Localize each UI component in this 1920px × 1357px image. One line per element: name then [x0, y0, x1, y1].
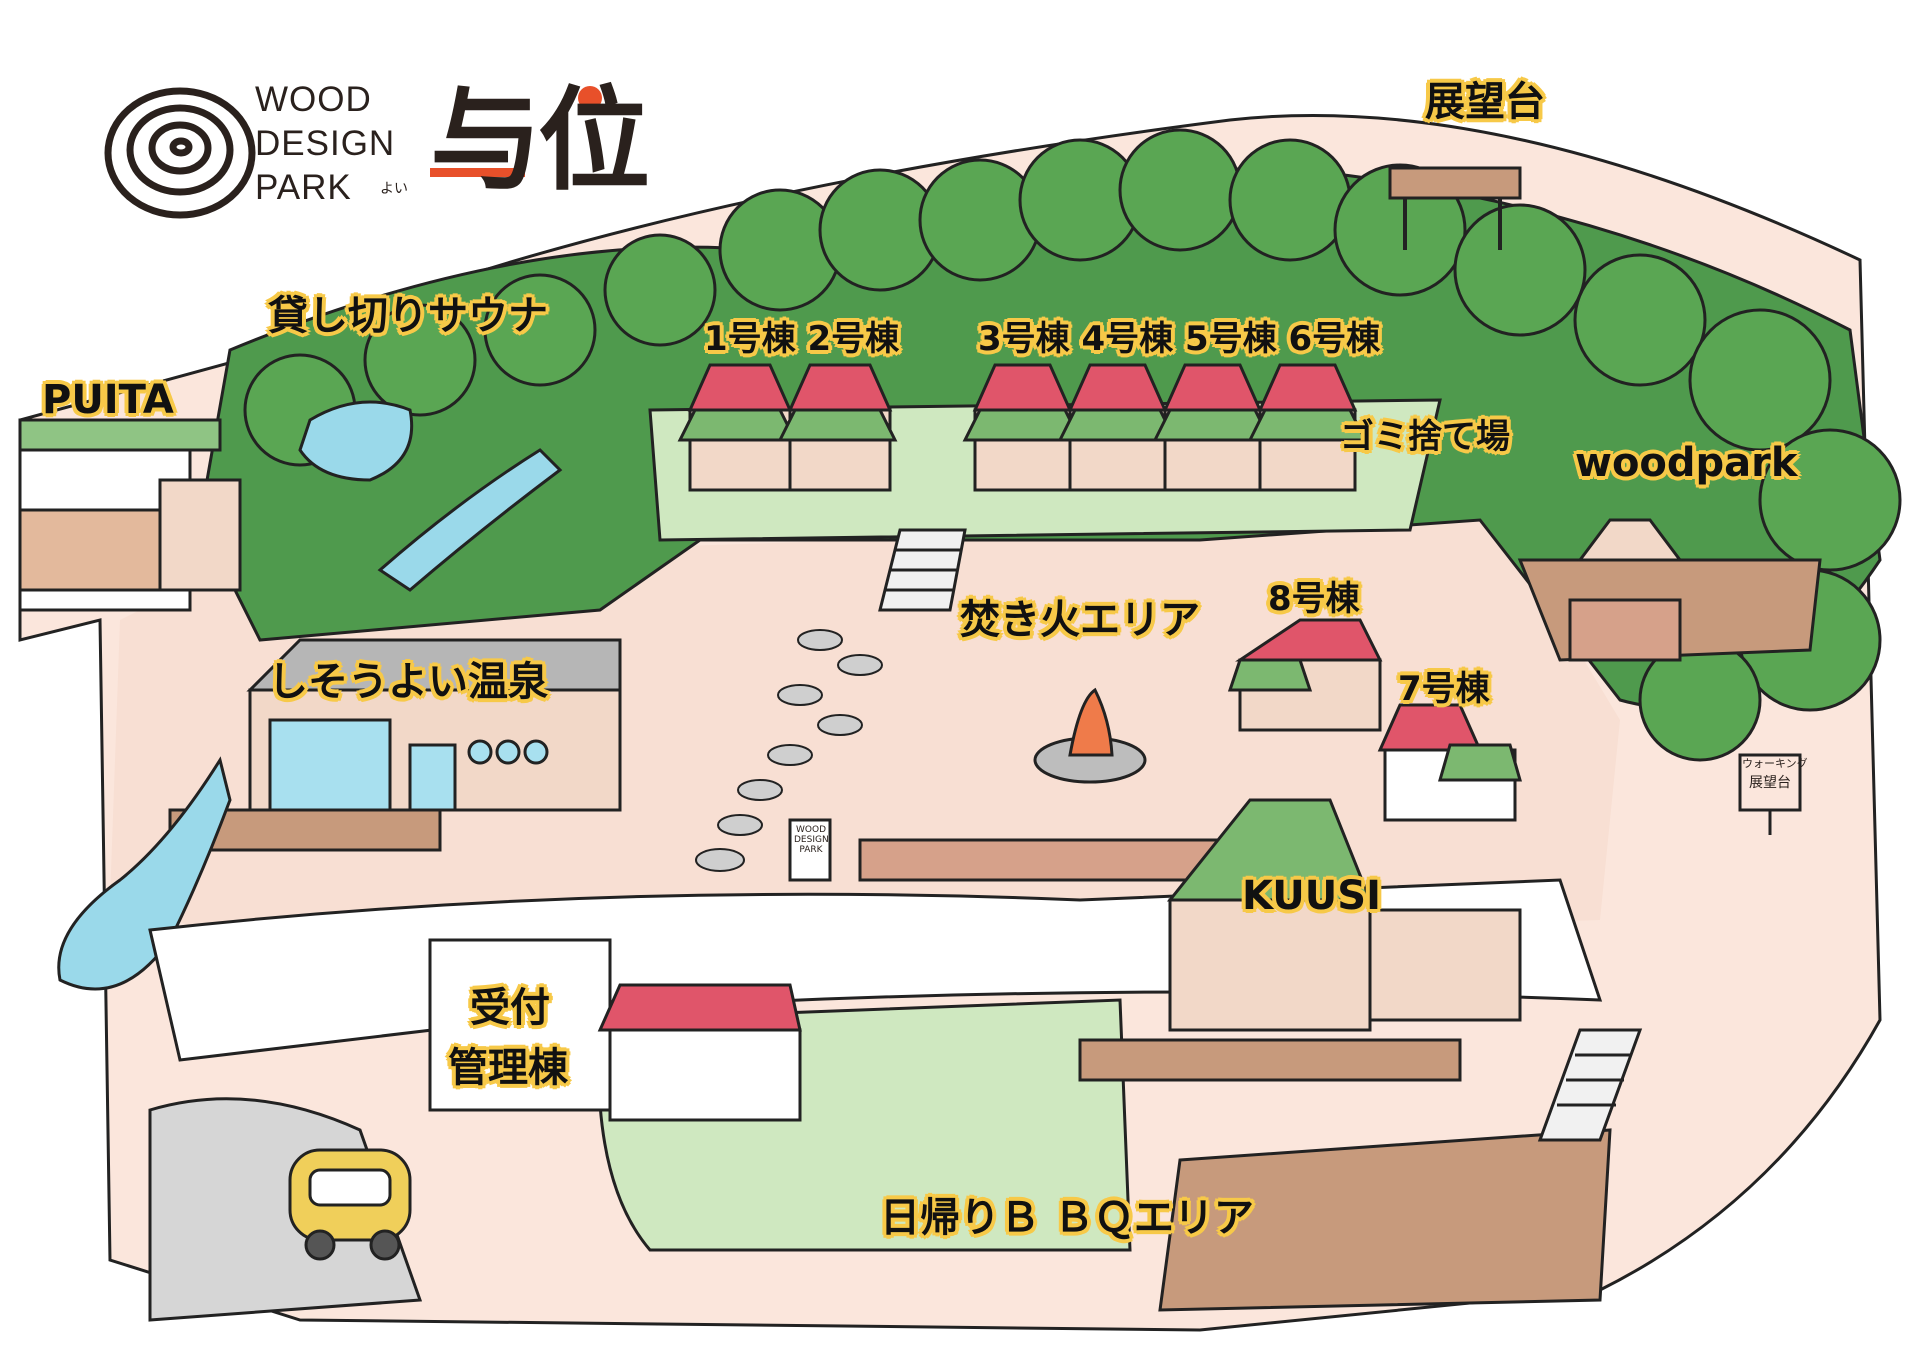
- logo-line-wood: WOOD: [255, 80, 372, 119]
- logo-rings: [104, 87, 256, 219]
- car: [288, 1148, 412, 1261]
- forest-trees: [243, 128, 1902, 762]
- cabins-3-6: [962, 363, 1368, 492]
- park-sign: WOOD DESIGN PARK: [794, 825, 829, 855]
- label-garbage: ゴミ捨て場: [1340, 417, 1510, 457]
- stream: [377, 448, 563, 592]
- kuusi-building: [1078, 798, 1522, 1082]
- park-sign-board: [788, 818, 832, 882]
- logo-line-park: PARK: [255, 168, 352, 207]
- lookout-tower: [1388, 166, 1522, 250]
- label-onsen: しそうよい温泉: [268, 659, 548, 705]
- logo-line-design: DESIGN: [255, 124, 396, 163]
- reception-building: [428, 938, 802, 1122]
- label-kuusi: KUUSI: [1242, 873, 1381, 919]
- cabins-1-2: [677, 363, 898, 492]
- walking-sign-board: [1738, 753, 1802, 835]
- woodpark-deck: [1517, 518, 1822, 662]
- sauna-pond: [298, 400, 414, 482]
- stepping-stones: [695, 629, 883, 872]
- label-lookout: 展望台: [1425, 79, 1545, 125]
- label-reception: 受付: [470, 985, 550, 1031]
- puita-building: [18, 418, 242, 612]
- walking-sign: ウォーキング 展望台: [1742, 757, 1808, 792]
- logo-ruby: よい: [380, 181, 408, 197]
- label-bonfire-area: 焚き火エリア: [960, 597, 1200, 643]
- label-cabins-3-6: 3号棟 4号棟 5号棟 6号棟: [978, 319, 1381, 359]
- bbq-deck: [1158, 1128, 1612, 1312]
- bonfire-ring: [1033, 687, 1147, 784]
- stairs-center: [878, 528, 967, 612]
- cabin-7: [1377, 703, 1522, 822]
- logo-wordmark: WOOD DESIGN PARK: [255, 78, 395, 210]
- label-cabin-8: 8号棟: [1268, 579, 1360, 619]
- stairs-right: [1537, 1028, 1643, 1142]
- logo-accent-bar: [430, 168, 525, 177]
- onsen-water: [57, 756, 232, 991]
- label-woodpark: woodpark: [1575, 440, 1798, 486]
- label-cabins-1-2: 1号棟 2号棟: [704, 319, 900, 359]
- logo-mark: 与位: [430, 76, 650, 206]
- logo-accent-dot: [578, 86, 602, 110]
- cabin-8: [1227, 618, 1383, 732]
- label-management-building: 管理棟: [448, 1045, 568, 1091]
- label-cabin-7: 7号棟: [1398, 669, 1490, 709]
- label-sauna: 貸し切りサウナ: [268, 293, 548, 339]
- label-bbq-area: 日帰りＢ ＢＱエリア: [880, 1195, 1254, 1241]
- label-puita: PUITA: [42, 377, 174, 423]
